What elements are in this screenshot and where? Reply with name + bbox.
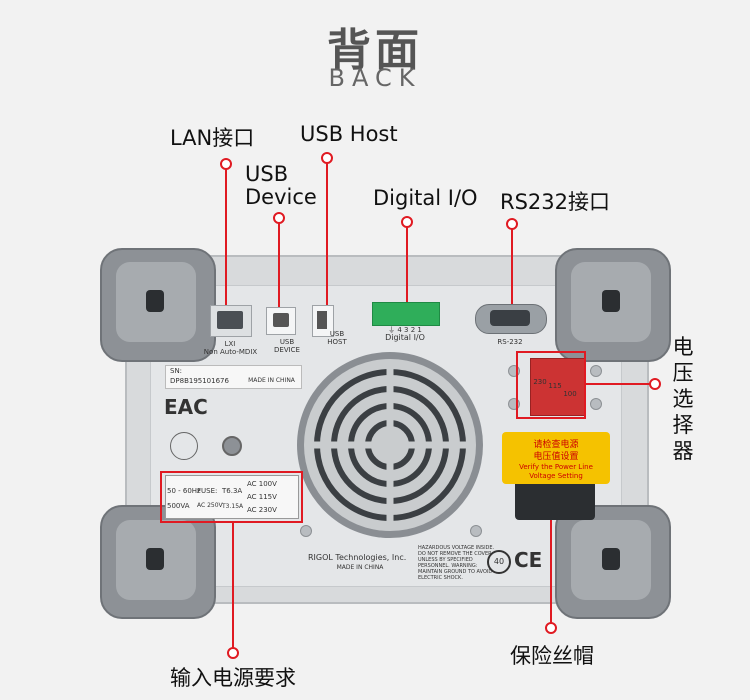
- bumper-hole: [146, 548, 164, 570]
- fuse-cap-en1: Verify the Power Line: [519, 463, 593, 471]
- fuse-word: FUSE:: [197, 487, 218, 495]
- sel-100: 100: [563, 390, 577, 398]
- brand-label: RIGOL Technologies, Inc.: [308, 553, 407, 562]
- warning-text: HAZARDOUS VOLTAGE INSIDE. DO NOT REMOVE …: [418, 545, 495, 581]
- fuse-cap-cn1: 请检查电源: [533, 440, 579, 450]
- page-title: 背面: [327, 25, 423, 76]
- callout-voltage-selector-4: 择: [672, 413, 694, 437]
- usb-host-label: USB HOST: [327, 330, 347, 346]
- lxi-label: LXI: [224, 340, 236, 348]
- callout-digital-io: Digital I/O: [373, 186, 478, 210]
- fuse-cap[interactable]: [502, 432, 610, 484]
- made-in-label: MADE IN CHINA: [248, 377, 295, 384]
- freq-value: 50 - 60Hz: [167, 487, 201, 495]
- dio-pins-label: ⏚ 4 3 2 1: [388, 326, 422, 334]
- screw: [590, 398, 602, 410]
- callout-usb-host: USB Host: [300, 122, 398, 146]
- callout-rs232: RS232接口: [500, 190, 611, 214]
- rs232-label: RS-232: [497, 338, 523, 346]
- sn-value: DP8B195101676: [170, 377, 229, 385]
- callout-voltage-selector-2: 压: [672, 361, 694, 385]
- t315-value: T3.15A: [222, 503, 244, 510]
- screw: [470, 525, 482, 537]
- screw: [300, 525, 312, 537]
- callout-power-input: 输入电源要求: [170, 666, 296, 690]
- usb-host-port[interactable]: [312, 305, 334, 337]
- fuse-cap-cn2: 电压值设置: [533, 452, 579, 462]
- cert-40-mark: 40: [487, 550, 511, 574]
- digital-io-terminal[interactable]: [372, 302, 440, 326]
- page-subtitle: BACK: [328, 64, 422, 92]
- callout-lan: LAN接口: [170, 126, 255, 150]
- warning-icon: [170, 432, 198, 460]
- voltage-selector[interactable]: [530, 358, 586, 416]
- bumper-hole: [602, 548, 620, 570]
- sel-115: 115: [548, 382, 562, 390]
- sn-label: SN:: [170, 367, 183, 375]
- auto-mdix-label: Non Auto-MDIX: [203, 348, 258, 356]
- bumper-hole: [146, 290, 164, 312]
- rs232-port[interactable]: [475, 304, 547, 334]
- callout-usb-device-2: Device: [245, 185, 317, 209]
- sn-sticker: [165, 365, 302, 389]
- ce-mark: CE: [514, 548, 543, 572]
- bumper-hole: [602, 290, 620, 312]
- power-spec-table: [165, 475, 299, 519]
- ac115-value: AC 115V: [247, 493, 277, 501]
- dio-label: Digital I/O: [385, 333, 425, 342]
- screw: [590, 365, 602, 377]
- usb-device-port[interactable]: [266, 307, 296, 335]
- sel-230: 230: [533, 378, 547, 386]
- made-in-china-label: MADE IN CHINA: [336, 564, 384, 571]
- callout-voltage-selector-1: 电: [672, 335, 694, 359]
- fuse-cap-en2: Voltage Setting: [529, 472, 583, 480]
- ac100-value: AC 100V: [247, 480, 277, 488]
- lan-port[interactable]: [210, 305, 252, 337]
- ac250-value: AC 250V: [197, 502, 223, 509]
- callout-fuse: 保险丝帽: [510, 644, 594, 668]
- ground-terminal[interactable]: [222, 436, 242, 456]
- ac230-value: AC 230V: [247, 506, 277, 514]
- callout-voltage-selector-5: 器: [672, 439, 694, 463]
- callout-voltage-selector-3: 选: [672, 387, 694, 411]
- t63-value: T6.3A: [222, 487, 243, 495]
- power-value: 500VA: [167, 502, 190, 510]
- callout-usb-device-1: USB: [245, 162, 289, 186]
- eac-mark: EAC: [164, 395, 208, 419]
- usb-device-label: USB DEVICE: [274, 338, 300, 354]
